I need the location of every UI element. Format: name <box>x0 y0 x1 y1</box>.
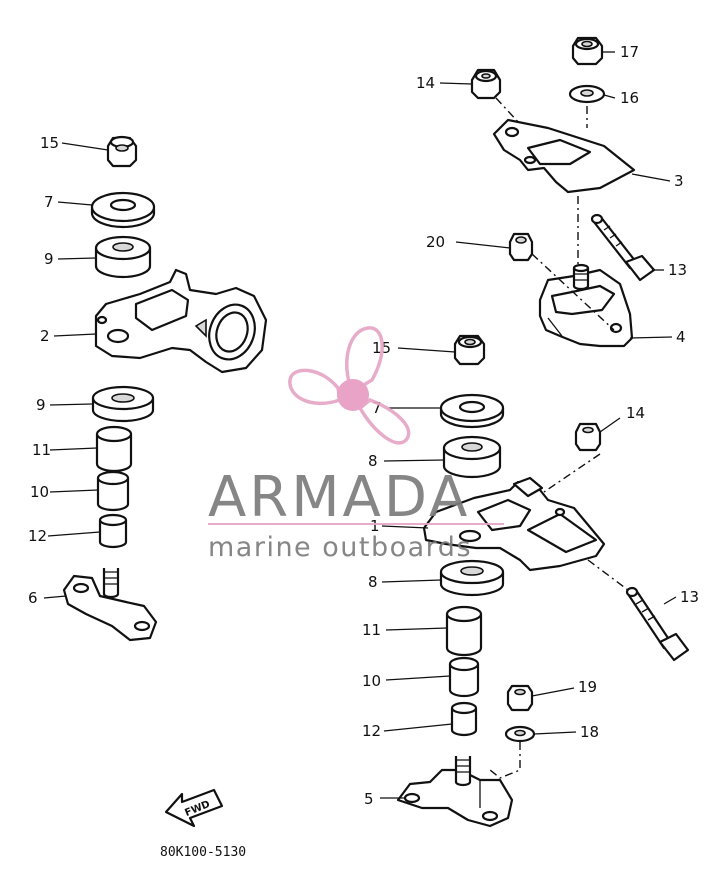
callout-16: 16 <box>620 89 639 107</box>
part-7-washer-center <box>439 393 505 429</box>
callout-14-top: 14 <box>416 74 435 92</box>
part-11-collar-left <box>95 425 133 473</box>
part-8-rubber-top-center <box>442 435 502 479</box>
part-12-collar-center <box>450 701 478 737</box>
part-1-bracket-center <box>422 476 606 572</box>
part-16-washer <box>568 84 606 104</box>
part-15-nut-center <box>453 334 486 366</box>
callout-7-center: 7 <box>372 399 382 417</box>
callout-18: 18 <box>580 723 599 741</box>
part-12-collar-left <box>98 513 128 549</box>
watermark-brand: ARMADA <box>208 465 470 530</box>
left-mount-assembly <box>62 135 268 642</box>
callout-13-center: 13 <box>680 588 699 606</box>
callout-3: 3 <box>674 172 684 190</box>
callout-17: 17 <box>620 43 639 61</box>
callout-10-center: 10 <box>362 672 381 690</box>
part-13-bolt-top <box>590 213 656 282</box>
part-9-rubber-top-left <box>94 235 152 279</box>
diagram-code: 80K100-5130 <box>160 845 246 860</box>
part-2-bracket-left <box>94 268 268 374</box>
part-20-nut <box>508 232 534 262</box>
leader-lines <box>43 51 677 799</box>
part-10-collar-center <box>448 656 480 698</box>
part-6-lower-bracket-left <box>62 568 158 642</box>
callout-11-center: 11 <box>362 621 381 639</box>
part-11-collar-center <box>445 605 483 657</box>
callout-15-left: 15 <box>40 134 59 152</box>
armada-watermark: ARMADA marine outboards <box>208 326 504 563</box>
part-9-rubber-bottom-left <box>91 385 155 423</box>
callout-numbers: 15 7 9 2 9 11 10 12 6 14 17 16 3 20 13 4… <box>28 43 699 808</box>
part-5-lower-bracket <box>396 756 514 828</box>
callout-8-bottom-center: 8 <box>368 573 378 591</box>
callout-11-left: 11 <box>32 441 51 459</box>
part-18-washer <box>504 725 536 743</box>
callout-13-top: 13 <box>668 261 687 279</box>
callout-12-left: 12 <box>28 527 47 545</box>
callout-9-top-left: 9 <box>44 250 54 268</box>
part-14-nut-right <box>574 422 602 452</box>
center-mount-assembly <box>396 334 690 828</box>
callout-9-bottom-left: 9 <box>36 396 46 414</box>
callout-8-top-center: 8 <box>368 452 378 470</box>
callout-19: 19 <box>578 678 597 696</box>
part-14-nut-top <box>470 68 502 100</box>
assembly-lines <box>489 97 629 779</box>
callout-6: 6 <box>28 589 38 607</box>
watermark-tagline: marine outboards <box>208 532 472 563</box>
callout-7-left: 7 <box>44 193 54 211</box>
part-17-nut <box>571 36 604 66</box>
part-7-washer-left <box>90 191 156 229</box>
callout-10-left: 10 <box>30 483 49 501</box>
callout-20: 20 <box>426 233 445 251</box>
forward-arrow: FWD <box>164 788 224 828</box>
callout-4: 4 <box>676 328 686 346</box>
part-15-nut-left <box>106 135 138 168</box>
callout-2: 2 <box>40 327 50 345</box>
upper-right-assembly <box>470 36 656 348</box>
part-8-rubber-bottom-center <box>439 559 505 597</box>
part-10-collar-left <box>96 470 130 512</box>
part-3-plate <box>492 118 636 194</box>
callout-1: 1 <box>370 517 380 535</box>
propeller-logo-icon <box>288 326 411 445</box>
callout-5: 5 <box>364 790 374 808</box>
callout-14-right: 14 <box>626 404 645 422</box>
callout-12-center: 12 <box>362 722 381 740</box>
part-13-bolt-center <box>625 586 690 662</box>
part-19-nut <box>506 684 534 712</box>
part-4-engine-mount <box>538 263 634 348</box>
